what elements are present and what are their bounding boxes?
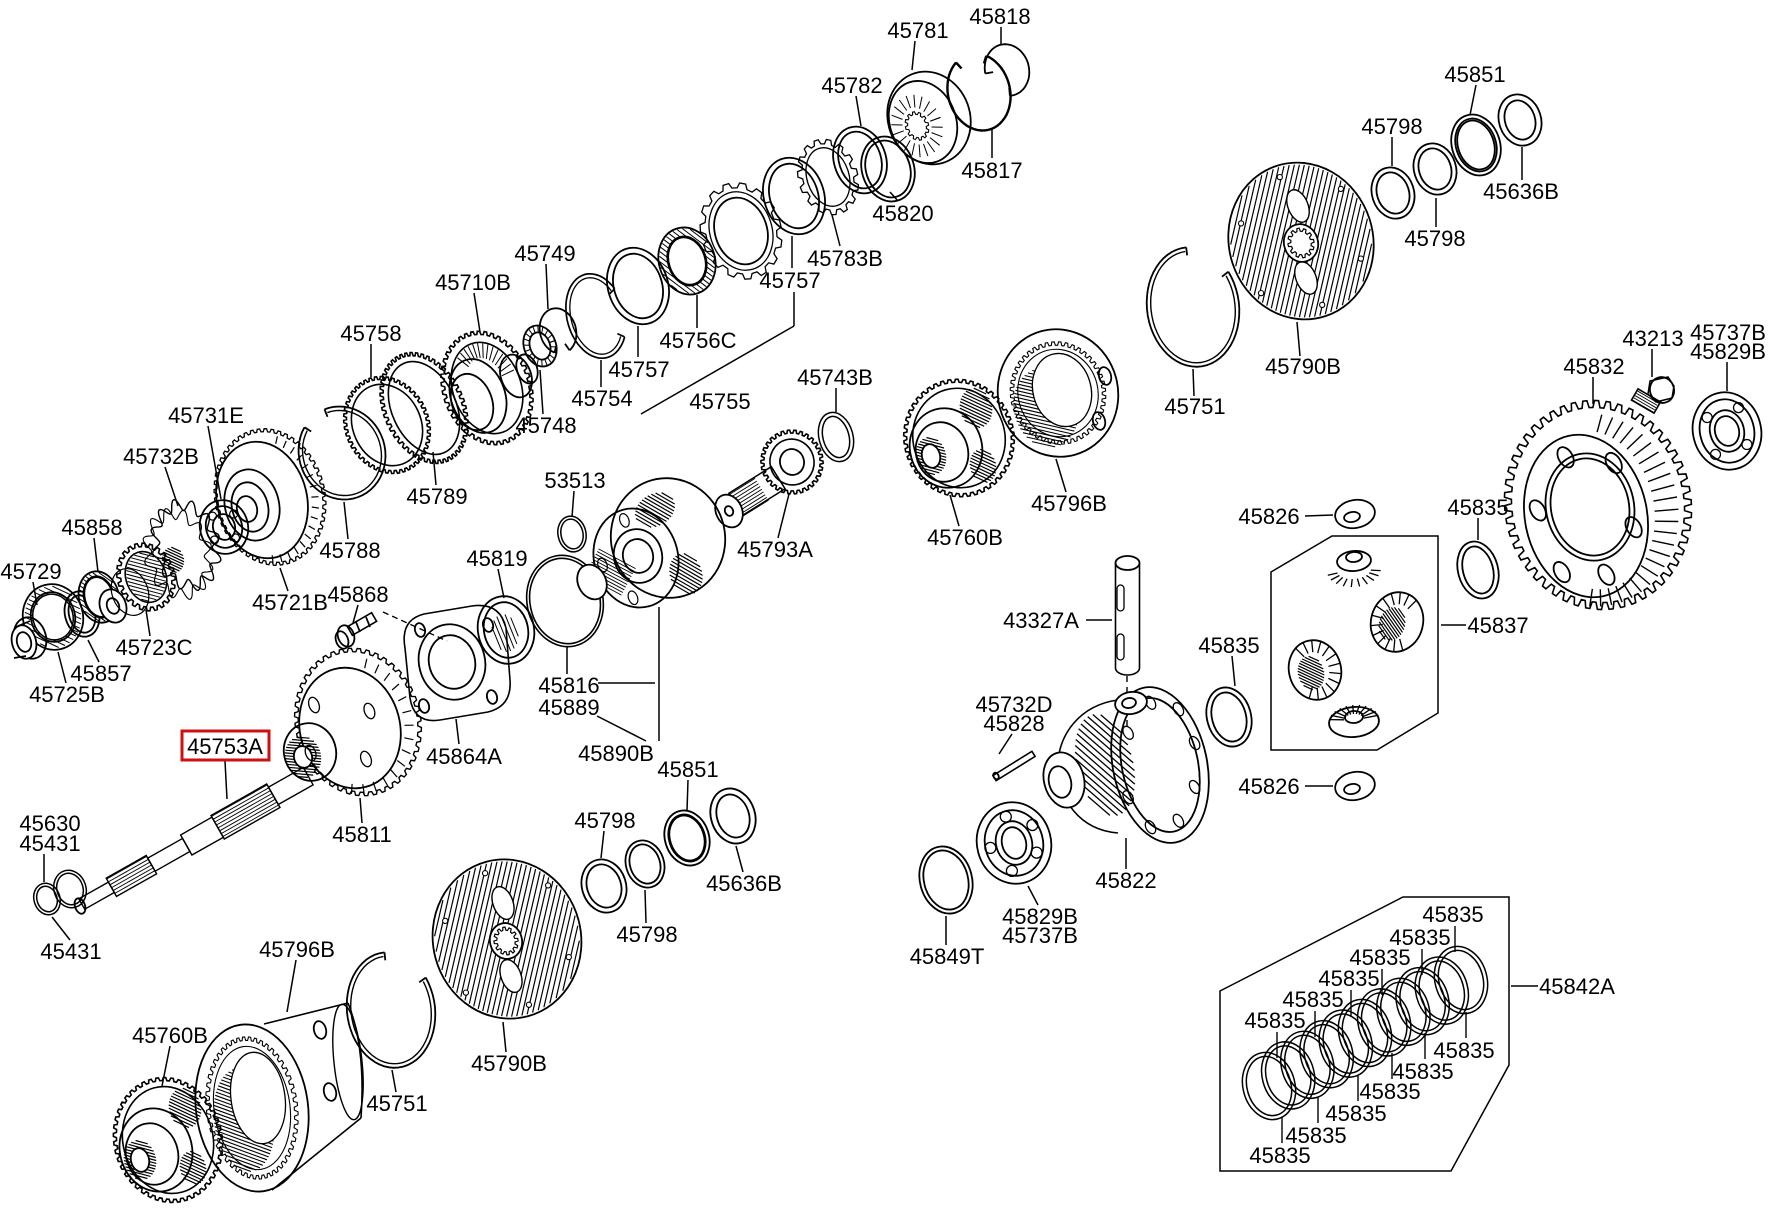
svg-text:43213: 43213 [1622,326,1683,351]
svg-text:45817: 45817 [961,158,1022,183]
svg-text:45835: 45835 [1282,987,1343,1012]
svg-text:45782: 45782 [821,73,882,98]
svg-text:45756C: 45756C [659,328,736,353]
svg-text:45832: 45832 [1563,354,1624,379]
svg-text:45835: 45835 [1447,495,1508,520]
svg-text:45751: 45751 [1164,394,1225,419]
svg-text:45826: 45826 [1238,774,1299,799]
svg-text:45732D: 45732D [975,692,1052,717]
svg-text:45760B: 45760B [132,1023,208,1048]
svg-text:45868: 45868 [327,582,388,607]
svg-text:45710B: 45710B [435,270,511,295]
svg-text:45835: 45835 [1198,633,1259,658]
svg-text:45760B: 45760B [927,525,1003,550]
svg-text:45725B: 45725B [29,682,105,707]
svg-text:45798: 45798 [1361,114,1422,139]
svg-text:45819: 45819 [466,546,527,571]
svg-text:45755: 45755 [689,389,750,414]
svg-text:45781: 45781 [887,18,948,43]
svg-text:45835: 45835 [1389,925,1450,950]
svg-text:45829B: 45829B [1002,904,1078,929]
svg-text:45851: 45851 [1444,62,1505,87]
svg-text:45749: 45749 [514,241,575,266]
svg-text:45737B: 45737B [1690,320,1766,345]
svg-text:45723C: 45723C [115,635,192,660]
svg-text:45822: 45822 [1095,868,1156,893]
svg-text:45788: 45788 [319,538,380,563]
svg-text:45751: 45751 [366,1091,427,1116]
svg-text:45757: 45757 [759,268,820,293]
svg-text:45835: 45835 [1433,1038,1494,1063]
svg-text:45849T: 45849T [910,944,985,969]
svg-text:45729: 45729 [0,559,61,584]
svg-text:45731E: 45731E [168,403,244,428]
svg-text:45748: 45748 [515,413,576,438]
svg-text:45818: 45818 [969,4,1030,29]
svg-text:45789: 45789 [406,484,467,509]
svg-text:45790B: 45790B [1265,354,1341,379]
svg-text:45630: 45630 [19,811,80,836]
svg-text:45835: 45835 [1325,1101,1386,1126]
svg-text:45851: 45851 [657,757,718,782]
svg-text:45837: 45837 [1467,613,1528,638]
svg-text:45753A: 45753A [187,734,263,759]
svg-text:45889: 45889 [538,695,599,720]
svg-text:45798: 45798 [1404,226,1465,251]
svg-text:43327A: 43327A [1003,608,1079,633]
svg-text:45796B: 45796B [1031,491,1107,516]
svg-text:45721B: 45721B [252,590,328,615]
svg-text:45757: 45757 [608,357,669,382]
svg-text:45636B: 45636B [706,871,782,896]
svg-text:45826: 45826 [1238,504,1299,529]
svg-text:45737B: 45737B [1002,923,1078,948]
svg-text:45835: 45835 [1285,1123,1346,1148]
svg-text:45816: 45816 [538,673,599,698]
svg-text:45431: 45431 [19,831,80,856]
svg-text:45820: 45820 [872,201,933,226]
svg-text:45636B: 45636B [1483,179,1559,204]
svg-text:45842A: 45842A [1539,974,1615,999]
svg-text:45864A: 45864A [426,744,502,769]
svg-text:45754: 45754 [571,386,632,411]
svg-text:45743B: 45743B [797,365,873,390]
svg-text:45835: 45835 [1422,902,1483,927]
svg-text:45431: 45431 [40,939,101,964]
svg-text:45798: 45798 [574,808,635,833]
svg-text:45732B: 45732B [123,444,199,469]
svg-text:45890B: 45890B [578,741,654,766]
svg-text:45796B: 45796B [259,937,335,962]
svg-text:45828: 45828 [983,711,1044,736]
svg-text:45798: 45798 [616,922,677,947]
svg-text:45758: 45758 [340,321,401,346]
svg-text:45783B: 45783B [807,246,883,271]
svg-text:45835: 45835 [1349,945,1410,970]
svg-text:45835: 45835 [1359,1079,1420,1104]
svg-text:45829B: 45829B [1690,339,1766,364]
svg-text:45858: 45858 [61,515,122,540]
svg-text:45793A: 45793A [737,537,813,562]
svg-text:45857: 45857 [70,661,131,686]
svg-text:45835: 45835 [1244,1008,1305,1033]
svg-text:45835: 45835 [1392,1059,1453,1084]
svg-text:45790B: 45790B [471,1051,547,1076]
svg-text:45835: 45835 [1318,966,1379,991]
svg-text:45811: 45811 [332,822,392,847]
svg-text:45835: 45835 [1249,1143,1310,1168]
svg-text:53513: 53513 [544,468,605,493]
